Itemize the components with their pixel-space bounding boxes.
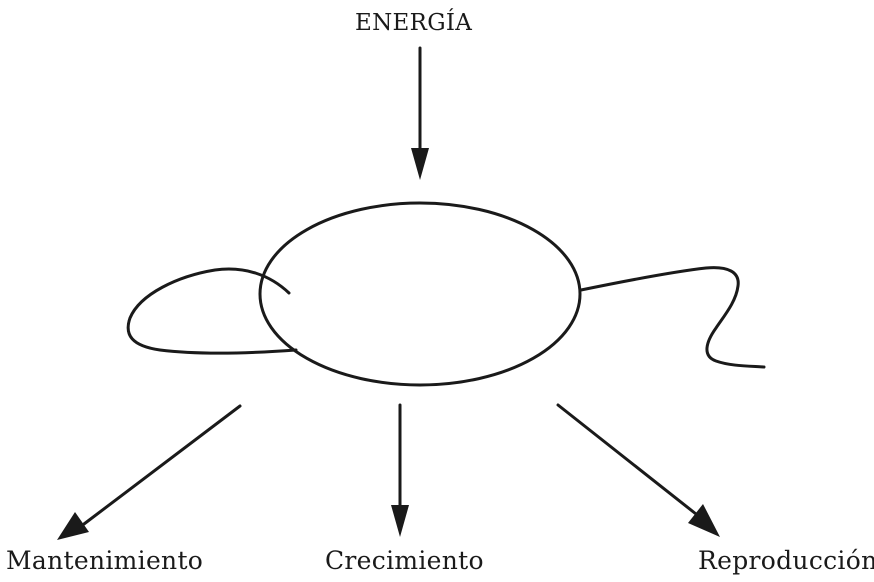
output-arrow-mantenimiento-shaft [82, 404, 242, 526]
input-label-energia: ENERGÍA [355, 10, 473, 36]
organism-right-tail [579, 266, 766, 369]
output-label-reproduccion: Reproducción [698, 546, 874, 575]
output-arrow-mantenimiento-head [57, 512, 89, 540]
input-arrow-head [411, 148, 429, 180]
output-arrow-reproduccion [556, 403, 720, 537]
organism-body [258, 201, 582, 387]
output-arrow-reproduccion-shaft [556, 403, 698, 516]
organism-left-tail [126, 267, 298, 355]
output-arrow-crecimiento-head [391, 505, 409, 537]
output-label-crecimiento: Crecimiento [325, 546, 484, 575]
output-arrow-reproduccion-head [688, 504, 720, 537]
output-arrow-mantenimiento [57, 404, 242, 540]
input-arrow [411, 46, 429, 180]
output-label-mantenimiento: Mantenimiento [6, 546, 204, 575]
output-arrow-crecimiento [391, 403, 409, 537]
